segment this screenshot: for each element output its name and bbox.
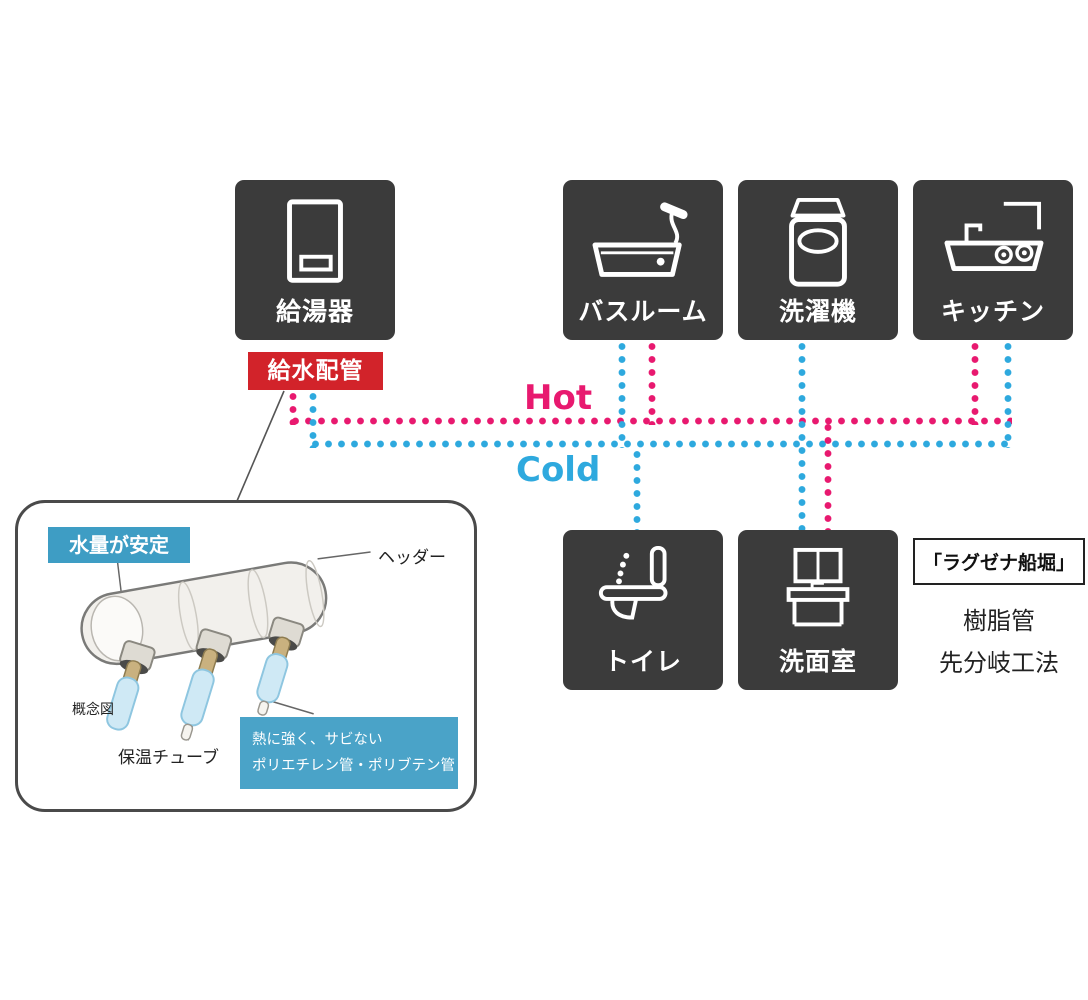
manifold-callout: 水量が安定 ヘッダー 概念図 保温チューブ 熱に強く、サビない ポリエチレン管・… <box>15 500 477 812</box>
toilet-icon <box>598 546 668 620</box>
manifold-illustration <box>80 551 371 741</box>
cold-riser-washer-vanity <box>798 340 806 530</box>
stable-water-label: 水量が安定 <box>48 527 190 563</box>
conceptual-diagram-note: 概念図 <box>72 702 114 718</box>
hot-riser-heater <box>289 390 297 425</box>
washing-machine-icon <box>789 197 847 287</box>
cold-pipe-main <box>309 440 1012 448</box>
hot-riser-bathroom <box>648 340 656 425</box>
node-water-heater: 給湯器 <box>235 180 395 340</box>
vanity-icon <box>786 547 850 627</box>
node-washer: 洗濯機 <box>738 180 898 340</box>
pipe-material-note: 熱に強く、サビない ポリエチレン管・ポリブテン管 <box>240 717 458 790</box>
node-kitchen: キッチン <box>913 180 1073 340</box>
hot-drop-vanity <box>824 421 832 530</box>
side-note-line2: 先分岐工法 <box>939 649 1059 677</box>
node-bathroom: バスルーム <box>563 180 723 340</box>
kitchen-icon <box>944 201 1044 271</box>
node-vanity: 洗面室 <box>738 530 898 690</box>
insulation-tube-label: 保温チューブ <box>118 748 219 768</box>
cold-riser-kitchen <box>1004 340 1012 448</box>
cold-drop-toilet <box>633 448 641 530</box>
node-water-heater-label: 給湯器 <box>275 297 354 326</box>
node-washer-label: 洗濯機 <box>778 297 857 326</box>
hot-line-label: Hot <box>524 378 593 418</box>
cold-line-label: Cold <box>516 450 601 490</box>
header-pipe-label: ヘッダー <box>378 548 446 568</box>
side-note: 「ラグゼナ船堀」 樹脂管 先分岐工法 <box>913 538 1085 678</box>
hot-riser-kitchen <box>971 340 979 425</box>
bathtub-icon <box>592 202 688 277</box>
node-bathroom-label: バスルーム <box>578 297 708 326</box>
water-heater-icon <box>287 199 343 283</box>
supply-pipe-label: 給水配管 <box>248 352 383 390</box>
side-note-title: 「ラグゼナ船堀」 <box>913 538 1085 585</box>
cold-riser-heater <box>309 390 317 448</box>
cold-riser-bathroom <box>618 340 626 448</box>
pipe-material-note-line2: ポリエチレン管・ポリブテン管 <box>252 758 455 775</box>
node-toilet: トイレ <box>563 530 723 690</box>
node-vanity-label: 洗面室 <box>778 647 857 676</box>
pipe-material-note-line1: 熱に強く、サビない <box>252 732 383 748</box>
side-note-line1: 樹脂管 <box>963 607 1035 635</box>
node-toilet-label: トイレ <box>603 647 682 676</box>
node-kitchen-label: キッチン <box>940 297 1045 326</box>
